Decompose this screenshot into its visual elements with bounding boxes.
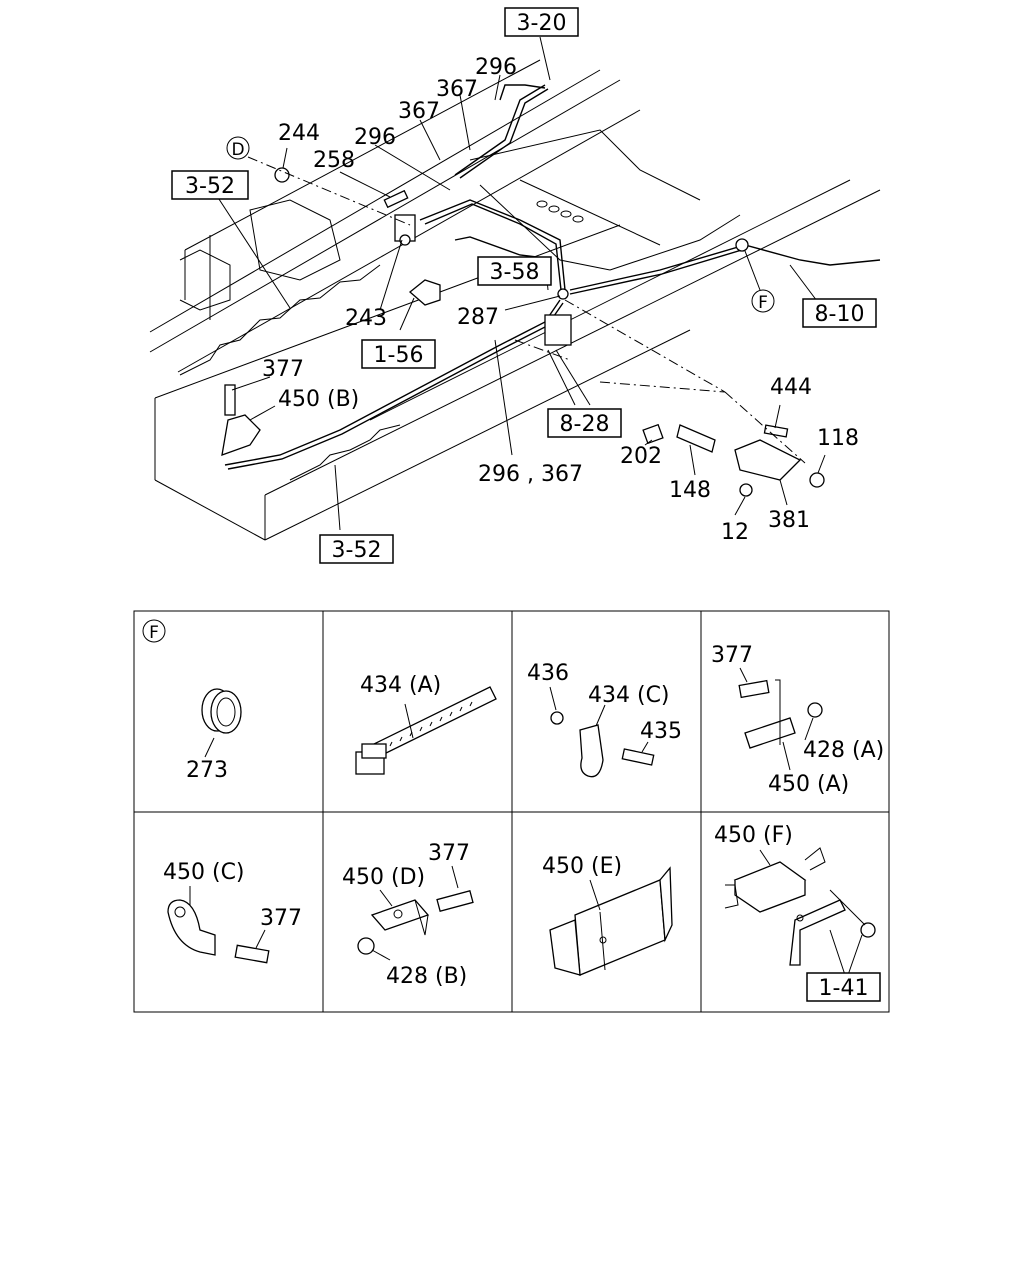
callout-296-top: 296	[475, 55, 517, 80]
nut-12-part	[739, 483, 753, 497]
detail-cell-clip: 436 434 (C) 435	[527, 661, 682, 778]
chassis-frame-drawing	[149, 59, 881, 541]
svg-text:450 (D): 450 (D)	[342, 865, 425, 890]
svg-text:435: 435	[640, 719, 682, 744]
fitting-287-part	[557, 288, 569, 300]
callout-258: 258	[313, 148, 355, 173]
leader-lines	[214, 36, 826, 531]
nut-436-icon	[550, 711, 564, 725]
callout-367-mid: 367	[398, 99, 440, 124]
svg-text:450 (F): 450 (F)	[714, 823, 793, 848]
bracket-450a-icon	[744, 717, 796, 749]
detail-cell-f-grommet: F 273	[142, 619, 242, 783]
ref-box-3-58: 3-58	[477, 256, 552, 286]
callout-367-top: 367	[436, 77, 478, 102]
bracket-part	[408, 279, 441, 306]
svg-text:434 (C): 434 (C)	[588, 683, 670, 708]
detail-cell-bracket-a: 377 428 (A) 450 (A)	[711, 643, 884, 797]
detail-cell-bracket-d: 377 450 (D) 428 (B)	[342, 841, 474, 989]
bracket-450e-icon	[574, 879, 666, 976]
svg-text:3-52: 3-52	[185, 174, 235, 199]
bracket-450b-part	[221, 414, 261, 456]
svg-text:377: 377	[428, 841, 470, 866]
svg-text:1-56: 1-56	[374, 343, 424, 368]
nut-118-part	[809, 472, 825, 488]
svg-text:450 (C): 450 (C)	[163, 860, 245, 885]
bolt-377-icon	[738, 679, 770, 699]
ref-box-8-10: 8-10	[802, 298, 877, 328]
nut-428a-icon	[807, 702, 823, 718]
svg-text:428 (A): 428 (A)	[803, 738, 884, 763]
svg-text:D: D	[231, 140, 244, 160]
nut-244-part	[274, 167, 290, 183]
bolt-377-icon	[234, 944, 270, 964]
clamp-450c-icon	[167, 899, 216, 956]
nut-428b-icon	[357, 937, 375, 955]
ref-box-1-56: 1-56	[361, 339, 436, 369]
callout-381: 381	[768, 508, 810, 533]
svg-text:450 (E): 450 (E)	[542, 854, 622, 879]
callout-244: 244	[278, 121, 320, 146]
circle-marker-d: D	[226, 136, 250, 160]
svg-text:377: 377	[711, 643, 753, 668]
drawn-parts	[221, 167, 825, 497]
circle-marker-f: F	[751, 289, 775, 313]
svg-text:436: 436	[527, 661, 569, 686]
svg-text:3-52: 3-52	[332, 538, 382, 563]
bolt-444-part	[763, 424, 789, 438]
detail-grid	[133, 610, 890, 1013]
svg-text:8-10: 8-10	[815, 302, 865, 327]
ref-box-3-52-top: 3-52	[171, 170, 249, 200]
bracket-381-part	[734, 439, 802, 481]
callout-243: 243	[345, 306, 387, 331]
callout-450b: 450 (B)	[278, 387, 359, 412]
grommet-f-part	[735, 238, 749, 252]
ref-box-8-28: 8-28	[547, 408, 622, 438]
clip-434c-icon	[579, 724, 604, 778]
svg-text:273: 273	[186, 758, 228, 783]
nut-202-part	[642, 423, 664, 445]
bolt-377-part	[224, 384, 236, 416]
callout-377: 377	[262, 357, 304, 382]
svg-text:8-28: 8-28	[560, 412, 610, 437]
bolt-435-icon	[621, 748, 655, 766]
junction-block-part	[544, 314, 572, 346]
detail-cell-clamp-c: 450 (C) 377	[163, 860, 302, 964]
svg-text:428 (B): 428 (B)	[386, 964, 467, 989]
main-callouts: 296 367 367 296 244 258 243 287 377 450 …	[262, 55, 859, 545]
callout-296-367: 296 , 367	[478, 462, 583, 487]
connector-258-part	[383, 189, 409, 209]
detail-cell-cable-tie: 434 (A)	[355, 673, 497, 775]
svg-text:F: F	[149, 623, 159, 643]
ref-box-3-20: 3-20	[504, 7, 579, 37]
switch-148-part	[676, 424, 716, 453]
callout-118: 118	[817, 426, 859, 451]
svg-text:377: 377	[260, 906, 302, 931]
svg-text:F: F	[758, 293, 768, 313]
callout-444: 444	[770, 375, 812, 400]
ref-box-3-52-bottom: 3-52	[319, 534, 394, 564]
detail-cell-bracket-f: 450 (F) 1-41	[714, 823, 881, 1002]
svg-text:434 (A): 434 (A)	[360, 673, 441, 698]
detail-cell-bracket-e: 450 (E)	[542, 854, 673, 976]
svg-text:3-20: 3-20	[517, 11, 567, 36]
svg-text:450 (A): 450 (A)	[768, 772, 849, 797]
callout-202: 202	[620, 444, 662, 469]
ref-box-1-41: 1-41	[819, 976, 869, 1001]
callout-287: 287	[457, 305, 499, 330]
svg-text:3-58: 3-58	[490, 260, 540, 285]
bolt-377-icon	[436, 890, 474, 912]
callout-12: 12	[721, 520, 749, 545]
callout-148: 148	[669, 478, 711, 503]
callout-296-mid: 296	[354, 125, 396, 150]
